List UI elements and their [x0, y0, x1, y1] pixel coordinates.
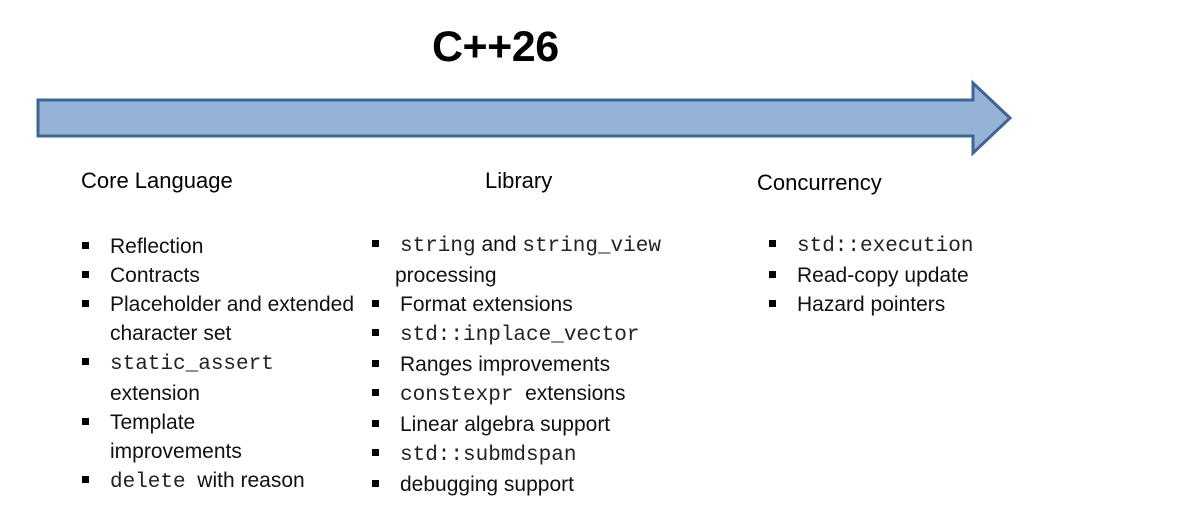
item-text: Placeholder and extended character set [110, 293, 355, 345]
concurrency-heading: Concurrency [757, 170, 882, 195]
item-text: Template improvements [110, 411, 242, 463]
list-item: Placeholder and extended character set [81, 290, 355, 348]
diagram-title: C++26 [432, 23, 559, 71]
item-text: debugging support [400, 473, 574, 496]
list-item: delete with reason [81, 466, 361, 497]
core-language-heading: Core Language [81, 168, 233, 193]
core-language-list: Reflection Contracts Placeholder and ext… [81, 232, 361, 497]
list-item: Format extensions [371, 290, 701, 319]
item-text: extensions [513, 382, 626, 405]
list-item: Read-copy update [768, 261, 1028, 290]
item-code: std::execution [797, 235, 974, 258]
library-list: string and string_view processing Format… [371, 230, 701, 499]
item-code: std::inplace_vector [400, 324, 640, 347]
list-item: Linear algebra support [371, 410, 701, 439]
list-item: Template improvements [81, 408, 270, 466]
item-text: Format extensions [400, 293, 573, 316]
item-text: extension [110, 382, 200, 405]
item-text: Ranges improvements [400, 353, 611, 376]
item-text: processing [395, 264, 497, 287]
item-code: static_assert [110, 353, 274, 376]
list-item: string and string_view processing [371, 230, 701, 290]
timeline-arrow-icon [36, 79, 1013, 157]
list-item: std::execution [768, 230, 1028, 261]
item-code: constexpr [400, 384, 514, 407]
list-item: std::inplace_vector [371, 319, 701, 350]
list-item: constexpr extensions [371, 379, 701, 410]
item-text: Contracts [110, 264, 200, 287]
item-text: Reflection [110, 235, 204, 258]
list-item: Contracts [81, 261, 361, 290]
list-item: static_assert extension [81, 348, 325, 408]
concurrency-list: std::execution Read-copy update Hazard p… [768, 230, 1028, 319]
item-text: Linear algebra support [400, 413, 611, 436]
item-code: string [400, 235, 476, 258]
list-item: Reflection [81, 232, 361, 261]
list-item: std::submdspan [371, 439, 701, 470]
list-item: Ranges improvements [371, 350, 701, 379]
item-text: with reason [185, 469, 305, 492]
item-code: string_view [522, 235, 661, 258]
item-text: and [475, 233, 523, 256]
list-item: Hazard pointers [768, 290, 1028, 319]
item-code: delete [110, 471, 186, 494]
item-text: Hazard pointers [797, 293, 946, 316]
list-item: debugging support [371, 470, 701, 499]
library-heading: Library [485, 168, 553, 193]
item-code: std::submdspan [400, 444, 577, 467]
item-text: Read-copy update [797, 264, 969, 287]
